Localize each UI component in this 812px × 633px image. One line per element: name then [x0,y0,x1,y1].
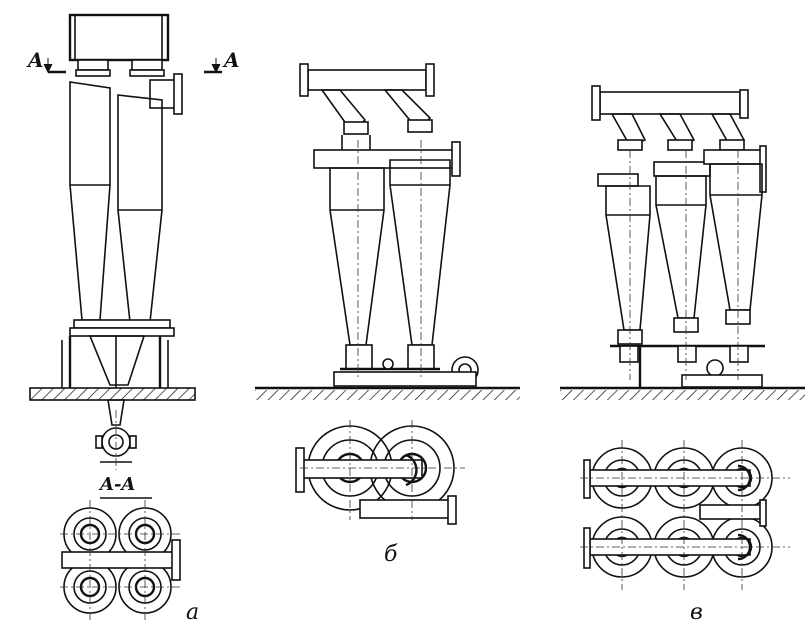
floor-a [29,387,196,401]
variant-v-side-view [560,85,805,400]
header-pipe-v [599,91,741,115]
section-title: A-A [100,474,136,495]
hopper-a [88,335,146,386]
section-a-a-plan [60,497,181,620]
variant-label-v: в [690,600,703,625]
section-mark-left: A [28,48,44,72]
cyclone-b2 [389,159,451,346]
variant-label-a: a [186,600,200,625]
variant-b-plan [295,420,465,525]
header-pipe-b [307,69,427,91]
cyclone-v1 [605,185,651,331]
floor-b [255,390,520,400]
variant-a-side-view [29,13,222,470]
variant-b-side-view [255,63,520,400]
collector-box-a [68,13,170,62]
section-mark-right: A [224,48,240,72]
variant-v-plan [580,440,790,590]
cyclone-a2 [117,94,163,323]
cyclone-v2 [655,175,707,319]
cyclone-a1 [69,81,111,321]
cyclone-b1 [329,167,385,346]
variant-label-b: б [384,542,398,567]
floor-v [560,390,805,400]
cyclone-v3 [709,163,763,311]
